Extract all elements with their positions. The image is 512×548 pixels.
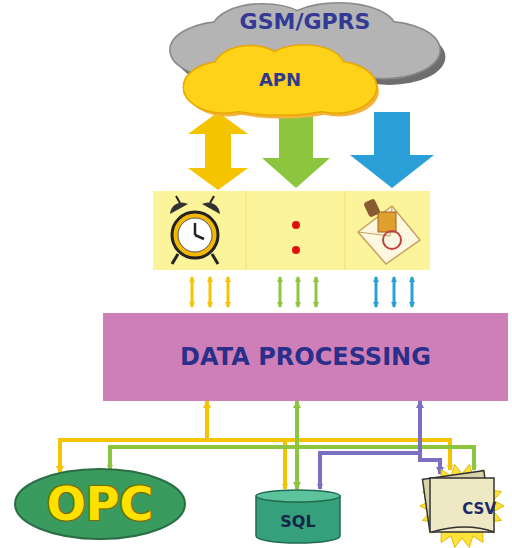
- node-label: GSM/GPRS: [240, 10, 371, 34]
- link-arrow: [227, 277, 230, 307]
- red-dot: [292, 246, 300, 254]
- link-arrow: [411, 277, 414, 307]
- node-label: OPC: [47, 479, 154, 530]
- red-dot: [292, 221, 300, 229]
- link-arrow: [393, 277, 396, 307]
- apn-cloud: APN: [180, 44, 380, 116]
- panel-divider: [345, 191, 346, 270]
- link-arrow: [315, 277, 318, 307]
- panel-divider: [246, 191, 247, 270]
- network-cloud: GSM/GPRSAPN: [165, 2, 445, 82]
- link-arrow: [375, 277, 378, 307]
- bus-line: [320, 453, 420, 489]
- link-arrow: [279, 277, 282, 307]
- node-label: CSV: [462, 501, 496, 518]
- link-arrow: [209, 277, 212, 307]
- down-arrow: [350, 112, 434, 188]
- down-arrow: [262, 112, 330, 188]
- link-arrow: [297, 277, 300, 307]
- bus-connector: [420, 401, 440, 474]
- duplex-arrow: [188, 112, 248, 190]
- alarm-clock-icon: [170, 196, 220, 264]
- database-cylinder: SQL: [255, 489, 341, 543]
- csv-files: CSV: [418, 462, 506, 542]
- bus-connector: [60, 401, 207, 473]
- node-label: DATA PROCESSING: [180, 344, 431, 370]
- opc-ellipse: OPC: [14, 468, 186, 540]
- stamped-letter-icon: [358, 198, 420, 264]
- process-box: DATA PROCESSING: [103, 313, 508, 401]
- link-arrow: [191, 277, 194, 307]
- icon-panel: [153, 191, 430, 270]
- bus-connector: [295, 401, 299, 489]
- node-label: SQL: [280, 513, 315, 531]
- node-label: APN: [259, 70, 301, 90]
